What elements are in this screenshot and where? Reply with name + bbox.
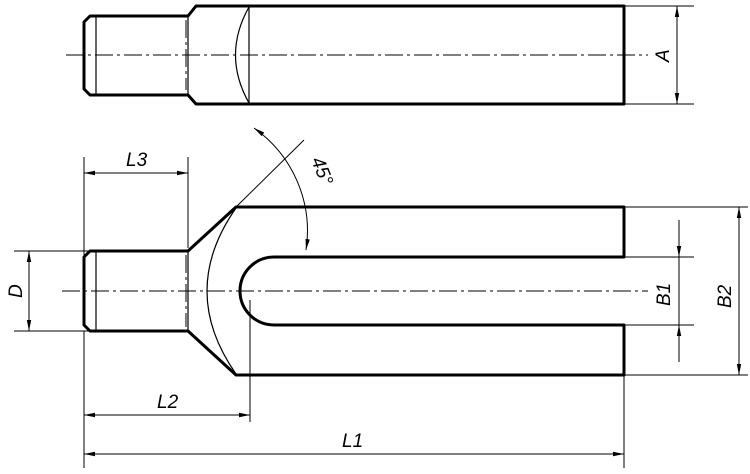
dim-b1-label: B1 bbox=[654, 283, 675, 306]
angle-label: 45° bbox=[306, 154, 336, 189]
fork-outline bbox=[82, 205, 626, 377]
angle-dimension-arc bbox=[253, 127, 310, 251]
dim-l1-label: L1 bbox=[342, 431, 363, 452]
dim-a-label: A bbox=[653, 49, 674, 63]
dim-b2-label: B2 bbox=[715, 284, 736, 308]
bottom-view: L3 45° D B1 B2 L2 L1 bbox=[6, 127, 748, 468]
dim-l3-label: L3 bbox=[126, 150, 148, 171]
dim-d-label: D bbox=[6, 284, 27, 298]
top-view-outline bbox=[82, 4, 626, 106]
top-view: A bbox=[66, 4, 694, 106]
dim-l2-label: L2 bbox=[157, 392, 179, 413]
